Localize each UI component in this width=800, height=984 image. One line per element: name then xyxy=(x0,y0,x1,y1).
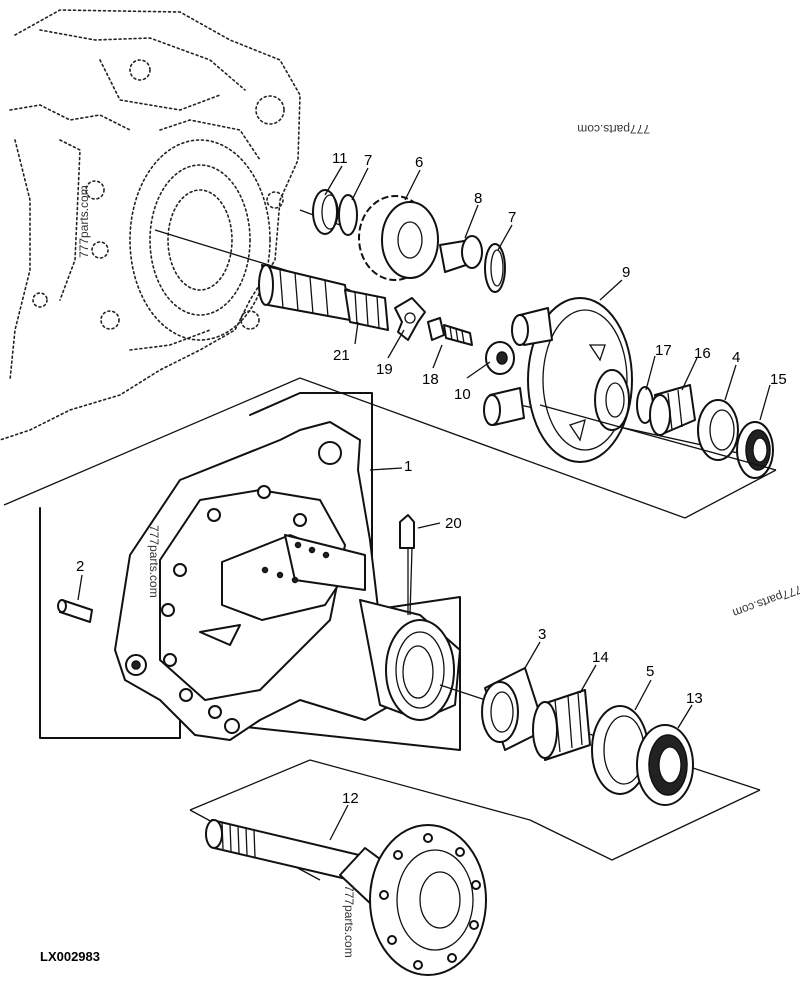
housing-panel-frame xyxy=(39,392,461,751)
callout-20: 20 xyxy=(445,515,462,532)
callout-1: 1 xyxy=(404,458,412,475)
callout-16: 16 xyxy=(694,345,711,362)
part-7-snap-ring-lower xyxy=(484,243,506,293)
part-11-snap-ring xyxy=(312,189,339,235)
part-6-gear xyxy=(358,195,439,281)
watermark-housing: 777parts.com xyxy=(147,525,161,598)
transmission-housing xyxy=(0,9,301,441)
part-8-bearing xyxy=(439,235,483,273)
callout-5: 5 xyxy=(646,663,654,680)
part-18-bolt xyxy=(427,317,473,346)
callout-14: 14 xyxy=(592,649,609,666)
watermark-flange: 777parts.com xyxy=(342,885,356,958)
watermark-top-right: 777parts.com xyxy=(577,122,650,136)
callout-11: 11 xyxy=(332,150,348,167)
watermark-mid-right: 777parts.com xyxy=(731,582,800,620)
part-12-axle-shaft xyxy=(205,819,487,976)
upper-group-frame xyxy=(3,377,777,519)
part-20-grease-fitting xyxy=(399,514,415,616)
callout-10: 10 xyxy=(454,386,471,403)
part-16-cone-bearing xyxy=(649,384,696,436)
callout-12: 12 xyxy=(342,790,359,807)
callout-labels: 11 7 6 8 7 9 21 19 18 10 17 16 4 15 1 20… xyxy=(76,150,787,807)
callout-3: 3 xyxy=(538,626,546,643)
callout-7-upper: 7 xyxy=(364,152,372,169)
part-21-splined-shaft xyxy=(258,264,389,331)
part-15-seal xyxy=(736,421,774,479)
part-13-seal xyxy=(636,724,694,806)
part-19-spider xyxy=(394,297,426,341)
part-2-dowel-pin xyxy=(57,599,93,623)
callout-15: 15 xyxy=(770,371,787,388)
callout-9: 9 xyxy=(622,264,630,281)
callout-17: 17 xyxy=(655,342,672,359)
part-9-hub xyxy=(483,297,633,463)
callout-7-lower: 7 xyxy=(508,209,516,226)
part-14-cone-bearing xyxy=(532,689,591,761)
callout-4-upper: 4 xyxy=(732,349,740,366)
leader-lines xyxy=(77,165,771,841)
callout-2: 2 xyxy=(76,558,84,575)
figure-code: LX002983 xyxy=(40,949,100,964)
part-7-snap-ring-upper xyxy=(338,194,358,236)
callout-19: 19 xyxy=(376,361,393,378)
callout-21: 21 xyxy=(333,347,350,364)
callout-8: 8 xyxy=(474,190,482,207)
watermark-left: 777parts.com xyxy=(77,185,91,258)
callout-18: 18 xyxy=(422,371,439,388)
part-1-axle-housing xyxy=(114,421,461,741)
callout-13: 13 xyxy=(686,690,703,707)
part-4-bearing-cup xyxy=(697,399,739,461)
part-10-washer xyxy=(485,341,515,375)
callout-6: 6 xyxy=(415,154,423,171)
